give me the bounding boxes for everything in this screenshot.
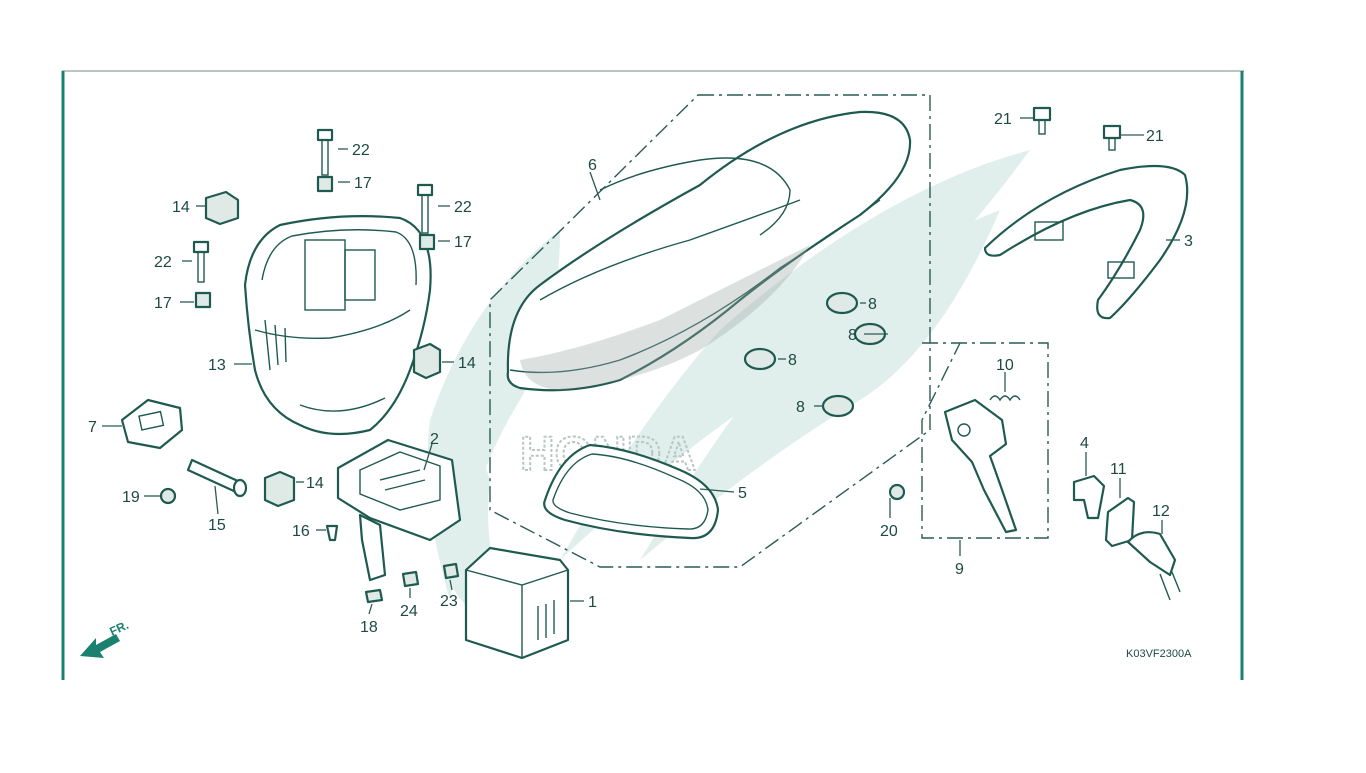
callout-22c: 22	[154, 254, 172, 271]
bolt-part-21	[1032, 106, 1122, 151]
callout-23: 23	[440, 593, 458, 610]
callout-8c: 8	[788, 352, 797, 369]
callout-12: 12	[1152, 503, 1170, 520]
nut-part-19	[159, 487, 177, 505]
seat-part-6	[506, 110, 912, 392]
callout-15: 15	[208, 517, 226, 534]
callout-1: 1	[588, 594, 597, 611]
callout-16: 16	[292, 523, 310, 540]
leader-lines	[102, 117, 1180, 615]
callout-2: 2	[430, 431, 439, 448]
callout-4: 4	[1080, 435, 1089, 452]
callout-19: 19	[122, 489, 140, 506]
callout-8a: 8	[868, 296, 877, 313]
spring-part-10	[989, 395, 1021, 402]
callout-13: 13	[208, 357, 226, 374]
clip-part-24	[401, 570, 420, 588]
bracket-part-7	[120, 398, 184, 450]
callout-22b: 22	[454, 199, 472, 216]
luggage-box-part-13	[243, 215, 432, 436]
callout-8b: 8	[848, 327, 857, 344]
drawing-code: K03VF2300A	[1126, 648, 1192, 660]
callout-17b: 17	[454, 234, 472, 251]
front-direction-arrow: FR.	[80, 618, 131, 658]
bolt-part-20	[888, 483, 906, 501]
callout-6: 6	[588, 157, 597, 174]
callout-20: 20	[880, 523, 898, 540]
callout-14c: 14	[306, 475, 324, 492]
helmet-hook-part-9	[943, 398, 1018, 534]
callout-10: 10	[996, 357, 1014, 374]
cover-part-4	[1072, 474, 1106, 520]
callout-21b: 21	[1146, 128, 1164, 145]
callout-22a: 22	[352, 142, 370, 159]
callout-3: 3	[1184, 233, 1193, 250]
callout-21a: 21	[994, 111, 1012, 128]
collar-part-17	[194, 175, 436, 309]
battery-part-1	[464, 546, 570, 660]
grommet-part-8	[743, 291, 887, 418]
clip-part-18	[364, 588, 384, 604]
seat-gasket-part-5	[543, 443, 720, 540]
callout-17c: 17	[154, 295, 172, 312]
callout-17a: 17	[354, 175, 372, 192]
callout-9: 9	[955, 561, 964, 578]
seat-lock-part-12	[1126, 531, 1181, 601]
callout-18: 18	[360, 619, 378, 636]
callout-14b: 14	[458, 355, 476, 372]
grab-rail-part-3	[983, 164, 1189, 320]
callout-24: 24	[400, 603, 418, 620]
battery-case-part-2	[336, 438, 462, 582]
screw-part-16	[325, 524, 339, 542]
front-label: FR.	[107, 618, 130, 639]
callout-7: 7	[88, 419, 97, 436]
rubber-part-14	[204, 190, 442, 508]
callout-labels: 22 17 22 17 22 17 14 14 14 13 7 19 15 16…	[88, 111, 1193, 636]
hook-group-outline	[921, 342, 1049, 539]
callout-5: 5	[738, 485, 747, 502]
callout-8d: 8	[796, 399, 805, 416]
callout-14a: 14	[172, 199, 190, 216]
bolt-part-15	[186, 458, 248, 498]
clip-part-23	[442, 562, 460, 580]
bolt-part-22	[192, 128, 434, 283]
seat-group-outline	[489, 94, 931, 568]
callout-11: 11	[1110, 461, 1127, 478]
